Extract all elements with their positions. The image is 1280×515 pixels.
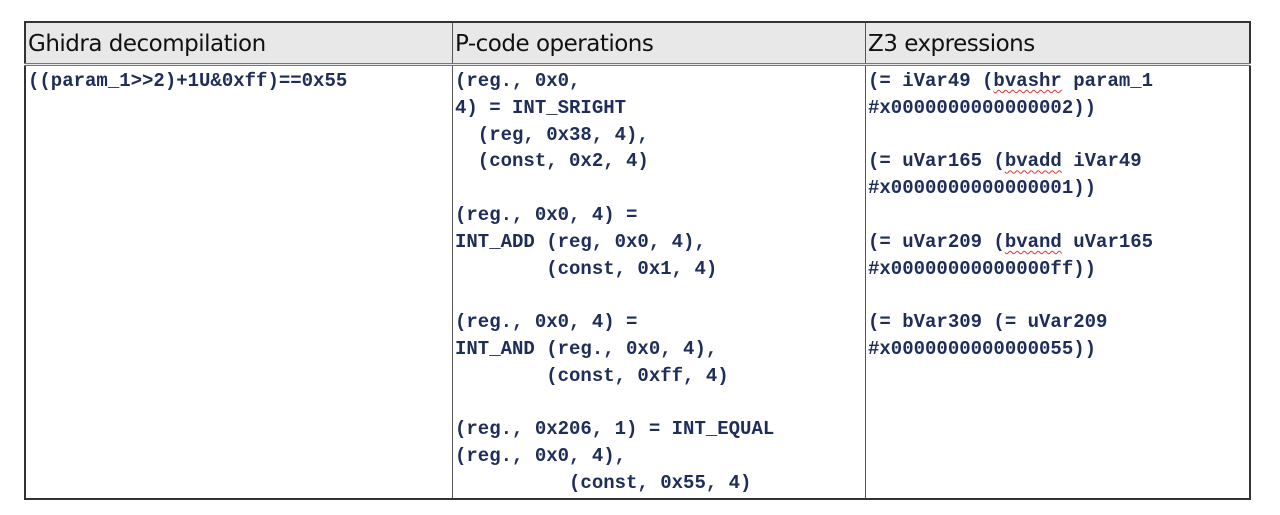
z3-op: bvand — [1004, 230, 1062, 253]
z3-op: bvashr — [993, 70, 1062, 92]
z3-text: (= bVar309 (= uVar209 #x0000000000000055… — [868, 311, 1108, 360]
z3-text: (= uVar209 ( — [868, 230, 1005, 253]
table-row: ((param_1>>2)+1U&0xff)==0x55 (reg., 0x0,… — [24, 64, 1251, 500]
z3-code: (= iVar49 (bvashr param_1 #x000000000000… — [868, 68, 1247, 363]
header-row: Ghidra decompilation P-code operations Z… — [24, 21, 1251, 66]
z3-text: (= iVar49 ( — [868, 70, 994, 92]
z3-cell: (= iVar49 (bvashr param_1 #x000000000000… — [865, 64, 1251, 500]
header-z3: Z3 expressions — [865, 21, 1251, 66]
ghidra-cell: ((param_1>>2)+1U&0xff)==0x55 — [24, 64, 453, 500]
z3-text: (= uVar165 ( — [868, 150, 1005, 173]
z3-text: uVar165 #x00000000000000ff)) — [868, 230, 1154, 280]
pcode-code: (reg., 0x0, 4) = INT_SRIGHT (reg, 0x38, … — [455, 70, 775, 494]
z3-op: bvadd — [1004, 150, 1062, 173]
header-pcode: P-code operations — [452, 21, 866, 66]
header-ghidra: Ghidra decompilation — [24, 21, 453, 66]
pcode-cell: (reg., 0x0, 4) = INT_SRIGHT (reg, 0x38, … — [452, 64, 866, 500]
comparison-table: Ghidra decompilation P-code operations Z… — [24, 21, 1251, 500]
ghidra-code: ((param_1>>2)+1U&0xff)==0x55 — [28, 70, 348, 92]
z3-text: iVar49 #x0000000000000001)) — [868, 150, 1142, 200]
z3-text: param_1 #x0000000000000002)) — [868, 70, 1154, 119]
